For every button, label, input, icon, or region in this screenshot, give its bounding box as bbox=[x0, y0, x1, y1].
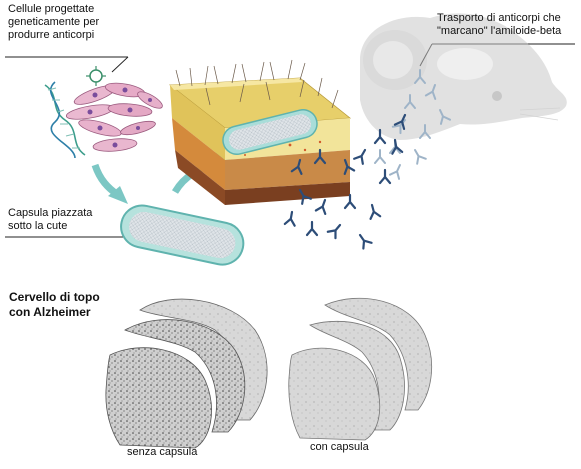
skin-block bbox=[168, 59, 352, 205]
cells-label-line-2: geneticamente per bbox=[8, 16, 100, 28]
capsule bbox=[120, 204, 245, 266]
cells-label: Cellule progettate geneticamente per pro… bbox=[8, 3, 99, 42]
cells-label-line-3: produrre anticorpi bbox=[8, 29, 95, 41]
mouse-silhouette bbox=[360, 13, 567, 140]
brain-section-title: Cervello di topo con Alzheimer bbox=[9, 290, 100, 320]
capsule-label-line-2: sotto la cute bbox=[8, 220, 68, 232]
brain-title-line-1: Cervello di topo bbox=[9, 290, 100, 304]
transport-label: Trasporto di anticorpi che "marcano" l'a… bbox=[437, 12, 561, 38]
without-capsule-caption: senza capsula bbox=[127, 446, 198, 458]
capsule-label-line-1: Capsula piazzata bbox=[8, 207, 93, 219]
cells-label-line-1: Cellule progettate bbox=[8, 3, 95, 15]
virus-icon bbox=[89, 69, 103, 83]
brain-without-capsule bbox=[105, 298, 268, 449]
brain-title-line-2: con Alzheimer bbox=[9, 305, 91, 319]
dna-helix-icon bbox=[44, 81, 86, 159]
capsule-label: Capsula piazzata sotto la cute bbox=[8, 207, 92, 233]
engineered-cells bbox=[65, 66, 163, 152]
with-capsule-caption: con capsula bbox=[310, 441, 369, 453]
arrow-down-icon bbox=[91, 163, 121, 198]
brain-with-capsule bbox=[288, 297, 433, 441]
capsule-in-skin bbox=[222, 109, 318, 155]
transport-label-line-2: "marcano" l'amiloide-beta bbox=[437, 25, 562, 37]
transport-label-line-1: Trasporto di anticorpi che bbox=[437, 12, 561, 24]
